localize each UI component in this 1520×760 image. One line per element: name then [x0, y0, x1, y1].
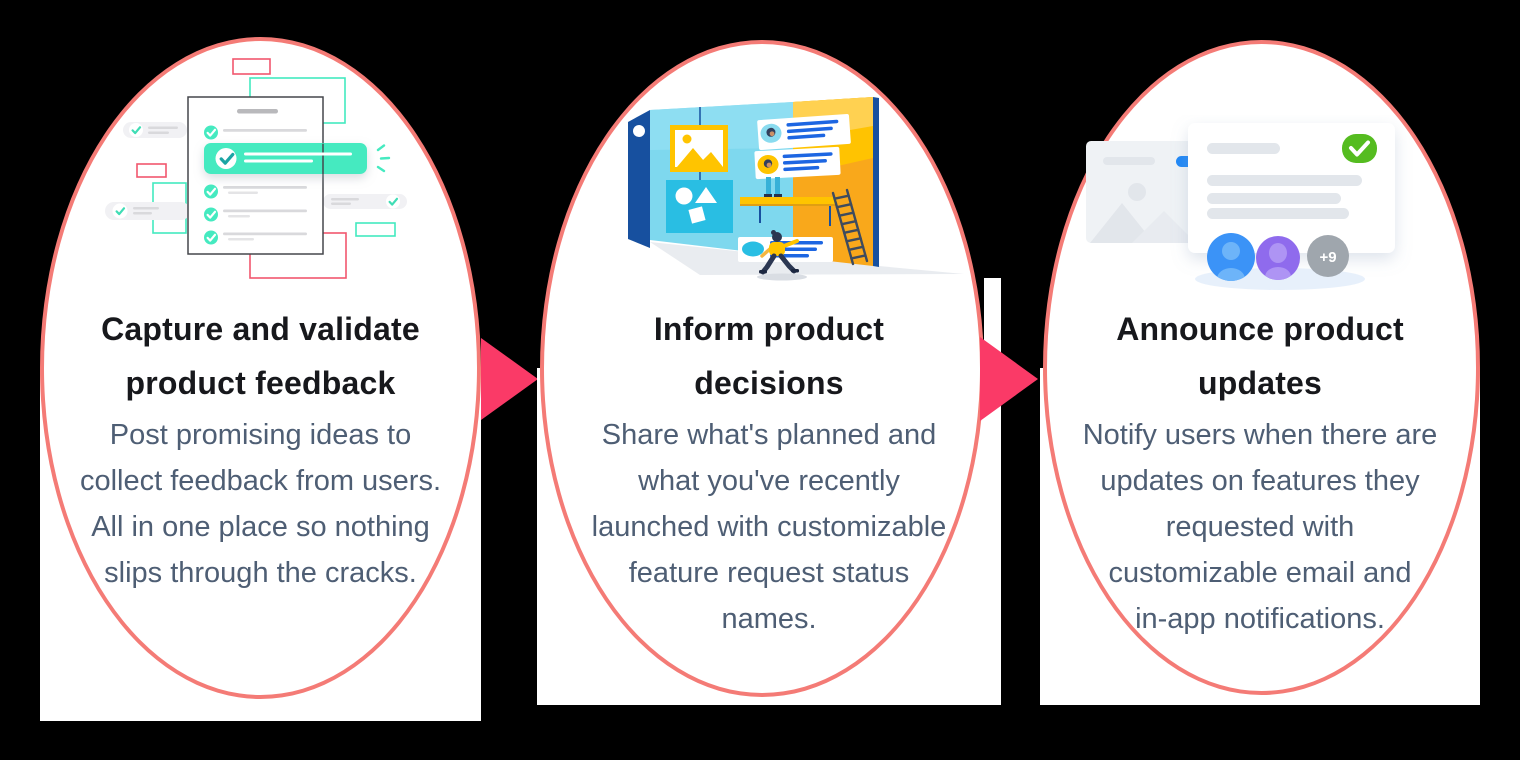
feature-card-announce-updates: +9 Announce product updates Notify users… [1040, 40, 1480, 705]
walking-person-with-card [738, 230, 833, 281]
worker-on-platform [740, 113, 851, 226]
feature-request-card [754, 146, 841, 180]
user-avatar-purple [1256, 236, 1300, 280]
user-avatar-blue [1207, 233, 1255, 281]
arrow-right-icon [980, 337, 1038, 421]
success-check-badge-icon [1342, 134, 1377, 163]
background-task-rows [105, 122, 407, 220]
arrow-right-icon [481, 338, 538, 420]
card-title: Inform product decisions [653, 311, 885, 401]
card-title: Capture and validate product feedback [101, 311, 420, 401]
announcement-notification-illustration: +9 [1086, 123, 1395, 290]
roadmap-billboard-illustration [628, 97, 964, 281]
announcement-card-content [1207, 134, 1377, 219]
announcement-card [1188, 123, 1395, 253]
sparkle-icon [376, 144, 391, 173]
avatar-overflow-label: +9 [1319, 249, 1336, 266]
card-description: Share what's planned and what you've rec… [591, 419, 947, 635]
feature-card-capture-feedback: Capture and validate product feedback Po… [40, 37, 481, 721]
card-description: Post promising ideas to collect feedback… [79, 419, 442, 589]
avatar-overflow-badge: +9 [1307, 235, 1349, 277]
checklist-paper [187, 96, 324, 255]
shapes-tile [666, 180, 733, 233]
feature-request-card [757, 113, 851, 151]
card-description: Notify users when there are updates on f… [1082, 419, 1438, 635]
highlighted-feedback-row [204, 143, 391, 174]
feature-card-inform-decisions: Inform product decisions Share what's pl… [537, 40, 1001, 705]
ladder [831, 188, 869, 266]
checklist-illustration [105, 58, 407, 279]
card-title: Announce product updates [1116, 311, 1404, 401]
image-tile [670, 125, 728, 172]
photo-placeholder-card [1086, 141, 1200, 243]
